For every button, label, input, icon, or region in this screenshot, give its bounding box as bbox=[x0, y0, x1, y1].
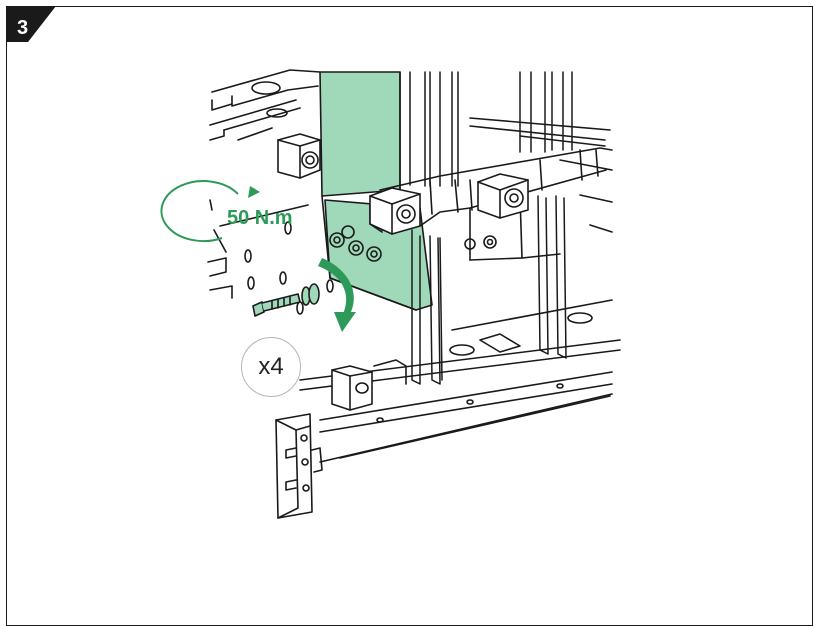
end-bracket bbox=[275, 413, 323, 519]
step-number: 3 bbox=[17, 17, 29, 39]
step-badge: 3 bbox=[6, 6, 56, 42]
torque-label: 50 N.m bbox=[227, 207, 293, 229]
quantity-badge: x4 bbox=[241, 337, 301, 397]
fastener-set bbox=[329, 225, 497, 262]
rotation-arrow-icon bbox=[160, 180, 260, 243]
side-plate bbox=[207, 199, 334, 315]
terminal-blocks bbox=[277, 133, 529, 235]
lower-rail bbox=[299, 299, 621, 463]
assembly-illustration bbox=[160, 69, 621, 519]
vertical-busbars bbox=[399, 71, 573, 385]
upper-rail-structure bbox=[209, 69, 613, 233]
loose-bolt bbox=[252, 283, 320, 317]
tighten-arrow-icon bbox=[318, 258, 356, 332]
